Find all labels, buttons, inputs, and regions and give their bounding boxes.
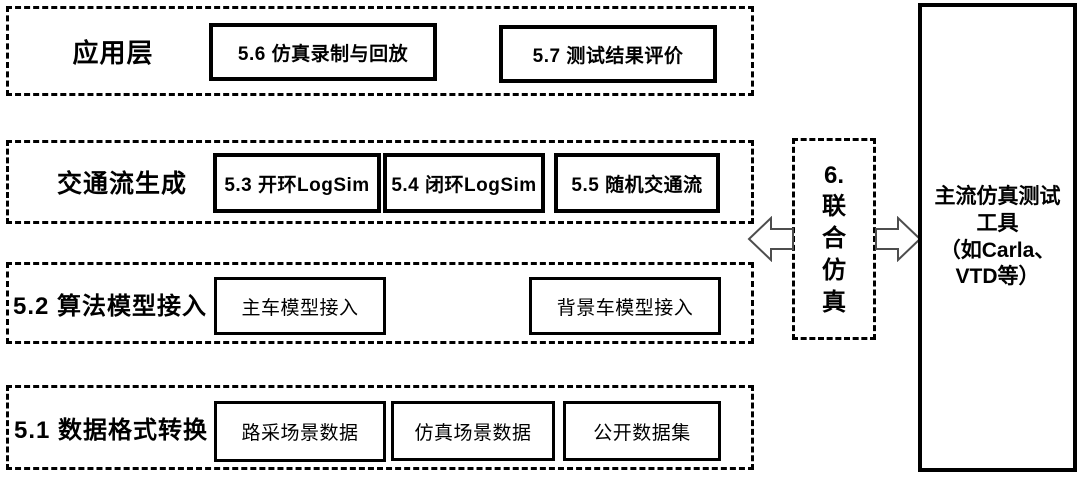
layer-row-algorithm-model: 5.2 算法模型接入 主车模型接入 背景车模型接入 — [6, 262, 754, 344]
tools-box-line: 主流仿真测试 — [934, 184, 1061, 208]
co-simulation-line: 联 — [822, 193, 846, 221]
layer-label-algorithm-model: 5.2 算法模型接入 — [12, 292, 208, 320]
layer-row-data-format: 5.1 数据格式转换 路采场景数据 仿真场景数据 公开数据集 — [6, 385, 754, 470]
layer-row-application: 应用层 5.6 仿真录制与回放 5.7 测试结果评价 — [6, 6, 754, 96]
module-box-5-4-closed-loop-logsim: 5.4 闭环LogSim — [383, 153, 545, 213]
layer-label-application: 应用层 — [72, 37, 154, 68]
module-box-public-dataset: 公开数据集 — [563, 401, 721, 461]
module-box-simulation-scene-data: 仿真场景数据 — [391, 401, 555, 461]
module-box-background-vehicle-model-access: 背景车模型接入 — [529, 277, 721, 335]
co-simulation-connector-box: 6. 联 合 仿 真 — [792, 138, 876, 340]
left-block-arrow-icon — [747, 216, 795, 262]
layer-label-data-format: 5.1 数据格式转换 — [13, 417, 209, 444]
co-simulation-line: 仿 — [822, 256, 846, 284]
module-box-ego-vehicle-model-access: 主车模型接入 — [214, 277, 386, 335]
tools-box-line: （如Carla、 — [939, 238, 1056, 262]
module-box-5-6-sim-record-replay: 5.6 仿真录制与回放 — [209, 23, 437, 81]
co-simulation-line: 真 — [822, 288, 846, 316]
tools-box-line: 工具 — [976, 211, 1019, 235]
module-box-5-5-random-traffic-flow: 5.5 随机交通流 — [554, 153, 720, 213]
module-box-5-7-test-result-evaluation: 5.7 测试结果评价 — [499, 25, 717, 83]
co-simulation-line: 6. — [823, 161, 844, 189]
layer-label-traffic-flow: 交通流生成 — [56, 170, 187, 198]
module-box-road-collected-scene-data: 路采场景数据 — [214, 401, 386, 462]
co-simulation-line: 合 — [822, 225, 846, 253]
tools-box-line: VTD等） — [955, 265, 1040, 289]
right-block-arrow-icon — [874, 216, 922, 262]
module-box-5-3-open-loop-logsim: 5.3 开环LogSim — [213, 153, 381, 213]
mainstream-simulation-tools-box: 主流仿真测试 工具 （如Carla、 VTD等） — [918, 3, 1077, 472]
layer-row-traffic-flow: 交通流生成 5.3 开环LogSim 5.4 闭环LogSim 5.5 随机交通… — [6, 140, 754, 224]
